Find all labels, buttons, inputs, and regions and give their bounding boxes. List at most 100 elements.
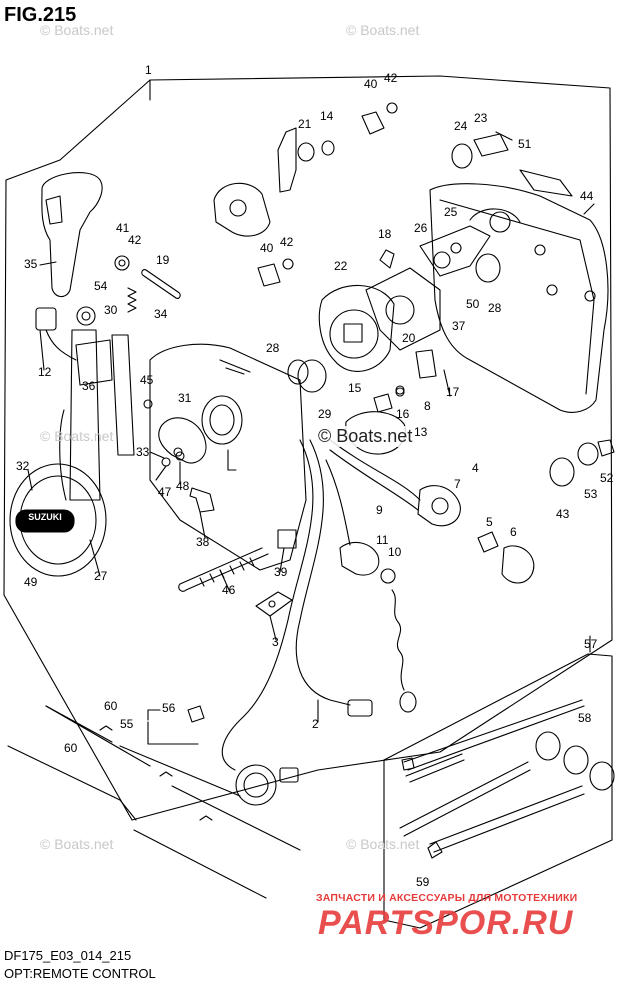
callout-14: 14 [320,109,334,123]
callout-40: 40 [260,241,274,255]
callout-10: 10 [388,545,402,559]
bracket-23 [473,133,509,157]
callout-4: 4 [472,461,479,475]
callout-28: 28 [266,341,280,355]
callout-20: 20 [402,331,416,345]
lanyard-switch [339,541,380,576]
washer-47 [161,457,171,467]
cam-bracket [213,182,271,237]
callout-16: 16 [396,407,410,421]
watermark: © Boats.net [40,836,114,852]
callout-31: 31 [178,391,192,405]
watermark: © Boats.net [346,836,420,852]
cable-60-right [171,785,301,851]
callout-9: 9 [376,503,383,517]
callout-28: 28 [488,301,502,315]
lanyard-cord [391,589,405,691]
callout-29: 29 [318,407,332,421]
handle-lever [69,329,101,501]
callout-60: 60 [104,699,118,713]
callout-42: 42 [280,235,294,249]
callout-8: 8 [424,399,431,413]
bracket-15 [373,393,393,413]
callout-36: 36 [82,379,96,393]
cable-tie-2 [401,757,415,771]
callout-48: 48 [176,479,190,493]
washer-48 [175,451,185,461]
callout-41: 41 [116,221,130,235]
control-housing [149,343,307,571]
nut-52 [597,439,615,457]
washer-14 [321,140,335,156]
plate-25 [419,225,491,277]
wiring-harness [221,439,314,771]
screw-17 [443,369,451,397]
screw-16 [395,387,405,397]
seller-logo: PARTSPOR.RU [318,904,574,942]
seller-tagline: ЗАПЧАСТИ И АКСЕССУАРЫ ДЛЯ МОТОТЕХНИКИ [316,892,578,904]
callout-50: 50 [466,297,480,311]
callout-55: 55 [120,717,134,731]
watermark: © Boats.net [346,22,420,38]
callout-24: 24 [454,119,468,133]
callout-39: 39 [274,565,288,579]
callout-45: 45 [140,373,154,387]
washer-21 [297,142,315,162]
spring [127,287,137,313]
callout-53: 53 [584,487,598,501]
key [477,531,499,553]
bracket-20 [365,267,441,351]
callout-18: 18 [378,227,392,241]
callout-34: 34 [154,307,168,321]
key-switch [417,485,461,527]
grommet-1 [535,731,561,761]
callout-26: 26 [414,221,428,235]
callout-52: 52 [600,471,614,485]
bushing-28b [475,253,501,283]
callout-11: 11 [376,533,389,547]
harness-connector [235,764,277,806]
bushing-40b [257,263,281,287]
watermark: © Boats.net [40,428,114,444]
switch-plate [111,334,135,456]
figure-caption: OPT:REMOTE CONTROL [4,966,156,981]
cable-60-lower [7,745,137,821]
pin [141,269,181,299]
kit-box-57 [383,653,613,929]
callout-40: 40 [364,77,378,91]
callout-51: 51 [518,137,532,151]
callout-25: 25 [444,205,458,219]
screw-51 [495,131,513,141]
callout-38: 38 [196,535,210,549]
callout-47: 47 [158,485,172,499]
clip-42b [282,258,294,270]
handle-grip [41,172,103,298]
callout-32: 32 [16,459,30,473]
callout-12: 12 [38,365,52,379]
cable-tie-6 [427,841,443,859]
grommet-3 [589,761,615,791]
throttle-cam [158,417,207,464]
washer-53 [577,442,599,466]
callout-23: 23 [474,111,488,125]
callout-60: 60 [64,741,78,755]
bushing-28 [287,359,309,385]
cable-tie-5 [429,785,585,853]
callout-7: 7 [454,477,461,491]
seal-24 [451,143,473,169]
callout-49: 49 [24,575,38,589]
emblem-text: SUZUKI [28,512,62,522]
callout-35: 35 [24,257,38,271]
cable-tie-3 [405,753,465,783]
assembly-boundary [3,75,613,821]
callout-54: 54 [94,279,108,293]
cable-60-bottom [133,829,267,899]
callout-17: 17 [446,385,460,399]
clip-39 [277,529,297,549]
callout-6: 6 [510,525,517,539]
callout-21: 21 [298,117,312,131]
clip-42 [386,102,398,114]
washer-54 [76,306,96,326]
connector-56 [187,705,205,723]
emblem-disc [9,463,107,577]
